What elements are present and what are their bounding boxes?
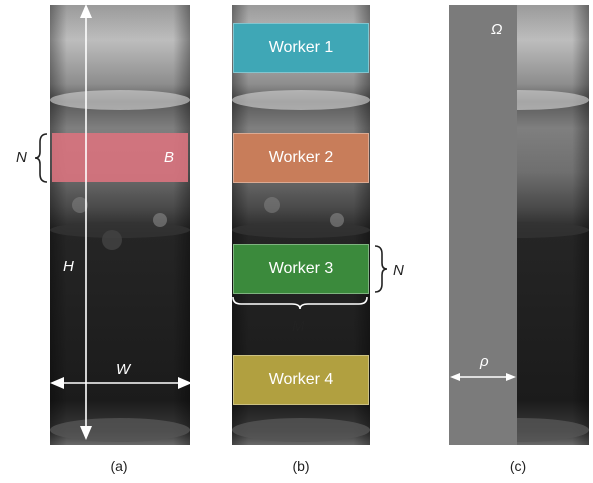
w-arrow-head-left <box>50 377 64 389</box>
h-arrow-head-top <box>80 4 92 18</box>
panel-c-photo <box>449 5 589 445</box>
rho-arrow-head-right <box>506 373 516 381</box>
label-rho: ρ <box>480 353 489 370</box>
h-arrow-head-bottom <box>80 426 92 440</box>
rho-arrow-head-left <box>450 373 460 381</box>
worker-1-block: Worker 1 <box>233 23 369 73</box>
caption-c: (c) <box>509 458 527 474</box>
caption-b: (b) <box>292 458 310 474</box>
worker-4-block: Worker 4 <box>233 355 369 405</box>
panel-a-photo <box>50 5 190 445</box>
n-brace-b <box>374 245 388 293</box>
label-b: B <box>164 149 175 166</box>
biomass-block <box>52 133 188 182</box>
label-m: M <box>292 318 305 335</box>
reactor-photo-a <box>50 5 190 445</box>
omega-region <box>449 5 517 445</box>
worker-3-block: Worker 3 <box>233 244 369 294</box>
caption-a: (a) <box>110 458 128 474</box>
worker-2-block: Worker 2 <box>233 133 369 183</box>
label-omega: Ω <box>491 21 503 38</box>
label-n-b: N <box>393 262 404 279</box>
w-arrow-head-right <box>178 377 192 389</box>
n-brace-a <box>34 133 48 183</box>
label-n-a: N <box>16 149 27 166</box>
label-h: H <box>63 258 74 275</box>
panel-b-photo: Worker 1 Worker 2 Worker 3 Worker 4 <box>232 5 370 445</box>
label-w: W <box>116 361 131 378</box>
m-brace <box>232 296 368 310</box>
